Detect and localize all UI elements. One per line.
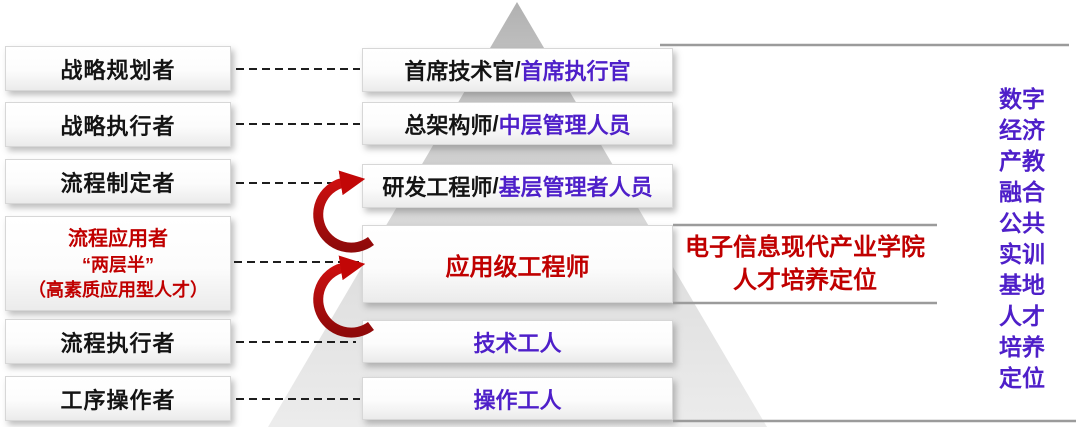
right-banner: 数字 经济 产教 融合 公共 实训 基地 人才 培养 定位 (967, 84, 1077, 394)
banner-line: 定位 (999, 365, 1045, 391)
level-primary-label: 首席技术官 (404, 59, 515, 84)
level-label: 应用级工程师 (445, 253, 590, 281)
callout-line2: 人才培养定位 (733, 267, 877, 294)
pyramid-level-bar-2: 总架构师/中层管理人员 (362, 102, 673, 145)
banner-line: 数字 (999, 86, 1045, 112)
level-secondary-label: 中层管理人员 (498, 112, 631, 138)
left-role-label-line3: （高素质应用型人才） (28, 279, 208, 300)
pyramid-level-bar-6: 操作工人 (362, 377, 673, 420)
left-role-label-line1: 流程应用者 (68, 227, 168, 250)
banner-line: 人才 (999, 303, 1045, 329)
left-role-label: 流程执行者 (60, 330, 176, 356)
banner-line: 经济 (999, 117, 1045, 143)
pyramid-level-bar-1: 首席技术官/首席执行官 (362, 48, 673, 92)
level-separator: / (514, 57, 521, 82)
left-role-label: 工序操作者 (60, 387, 176, 413)
level-separator: / (492, 173, 499, 198)
callout-text: 电子信息现代产业学院 人才培养定位 (673, 231, 937, 297)
pyramid-level-bar-3: 研发工程师/基层管理者人员 (362, 164, 673, 208)
level-secondary-label: 基层管理者人员 (498, 175, 653, 200)
left-role-bar-6: 工序操作者 (5, 376, 231, 421)
left-role-label: 战略规划者 (60, 57, 176, 83)
left-role-label: 流程制定者 (60, 170, 176, 196)
level-separator: / (492, 110, 499, 136)
left-role-bar-4: 流程应用者 “两层半” （高素质应用型人才） (5, 216, 231, 311)
callout-line1: 电子信息现代产业学院 (685, 234, 925, 261)
level-label: 操作工人 (473, 387, 562, 413)
banner-line: 实训 (999, 241, 1045, 267)
level-primary-label: 总架构师 (404, 112, 493, 138)
banner-line: 融合 (999, 179, 1045, 205)
left-role-bar-1: 战略规划者 (5, 46, 231, 91)
level-label: 技术工人 (473, 330, 562, 356)
pyramid-level-bar-5: 技术工人 (362, 320, 673, 363)
level-primary-label: 研发工程师 (382, 175, 493, 200)
pyramid-level-bar-4: 应用级工程师 (362, 225, 673, 303)
banner-line: 基地 (999, 272, 1045, 298)
left-role-bar-5: 流程执行者 (5, 319, 231, 364)
banner-line: 培养 (999, 334, 1045, 360)
banner-line: 产教 (999, 148, 1045, 174)
left-role-label-line2: “两层半” (82, 254, 154, 275)
level-secondary-label: 首席执行官 (520, 59, 631, 84)
left-role-label: 战略执行者 (60, 113, 176, 139)
left-role-bar-2: 战略执行者 (5, 102, 231, 147)
left-role-bar-3: 流程制定者 (5, 159, 231, 204)
banner-line: 公共 (999, 210, 1045, 236)
